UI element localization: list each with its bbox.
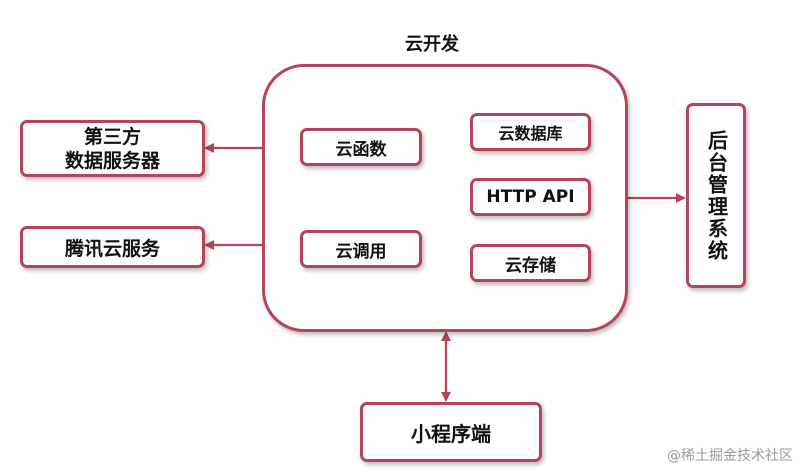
tencent-cloud-service-node: 腾讯云服务: [20, 226, 205, 268]
mini-program-node: 小程序端: [360, 402, 542, 462]
cloud-storage-node: 云存储: [470, 244, 591, 282]
diagram-title: 云开发: [405, 34, 459, 55]
http-api-node: HTTP API: [470, 178, 591, 216]
third-party-data-server-node: 第三方 数据服务器: [20, 120, 205, 177]
cloud-database-node: 云数据库: [470, 113, 591, 151]
cloud-call-node: 云调用: [300, 230, 422, 268]
backend-management-system-node: 后台管理系统: [686, 103, 746, 288]
cloud-function-node: 云函数: [300, 128, 422, 166]
watermark: @稀土掘金技术社区: [667, 448, 793, 464]
